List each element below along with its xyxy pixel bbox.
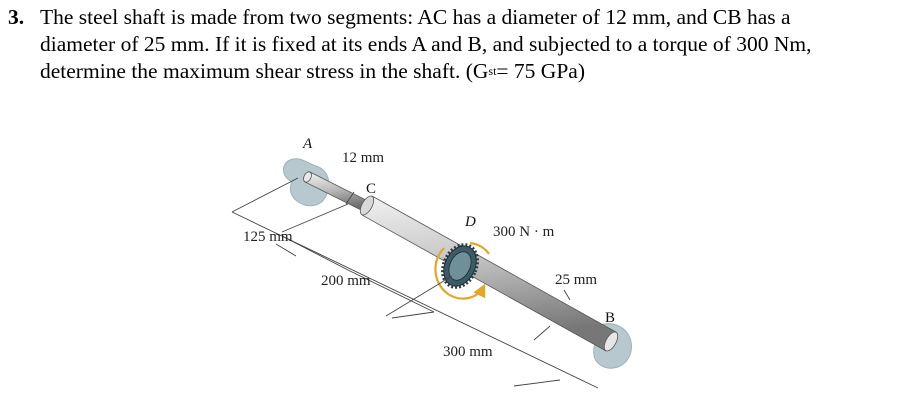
problem-number: 3. xyxy=(8,5,25,29)
problem-text-line-2: diameter of 25 mm. If it is fixed at its… xyxy=(40,32,812,56)
problem-line-2: diameter of 25 mm. If it is fixed at its… xyxy=(8,31,906,58)
label-c: C xyxy=(366,181,376,197)
problem-line-3: determine the maximum shear stress in th… xyxy=(8,58,906,85)
dimension-300mm: 300 mm xyxy=(443,344,493,360)
shaft-segment-cb xyxy=(359,195,619,352)
shaft-segment-ac xyxy=(303,171,371,213)
label-b: B xyxy=(605,310,615,326)
label-d: D xyxy=(464,214,476,230)
torque-label: 300 N · m xyxy=(493,224,555,240)
problem-text-line-3-post: = 75 GPa) xyxy=(496,59,585,83)
dimension-12mm: 12 mm xyxy=(342,150,384,166)
torque-arrow xyxy=(434,241,490,300)
dimension-125mm: 125 mm xyxy=(243,229,293,245)
problem-statement: 3. The steel shaft is made from two segm… xyxy=(8,4,906,85)
problem-line-1: 3. The steel shaft is made from two segm… xyxy=(8,4,906,31)
label-a: A xyxy=(302,136,313,152)
problem-text-line-1: The steel shaft is made from two segment… xyxy=(40,5,791,29)
problem-text-line-3-pre: determine the maximum shear stress in th… xyxy=(40,59,489,83)
dimension-200mm: 200 mm xyxy=(321,273,371,289)
dimension-lines xyxy=(231,177,599,389)
dimension-25mm: 25 mm xyxy=(555,272,597,288)
shear-modulus-subscript: st xyxy=(488,64,497,78)
